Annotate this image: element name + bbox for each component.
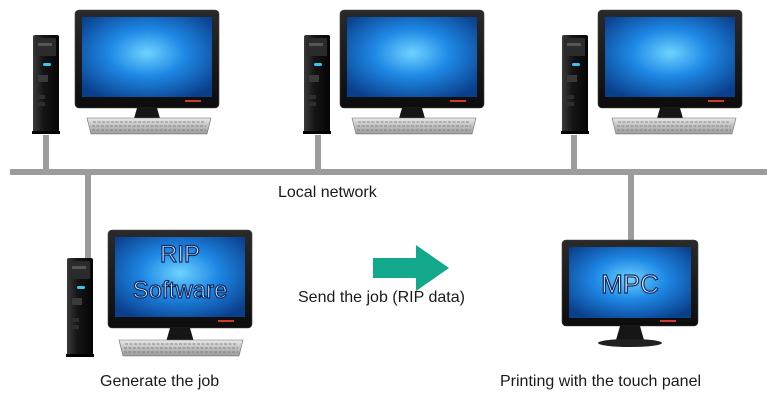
keyboard-icon [611,117,737,135]
keyboard-icon [86,117,212,135]
mpc-screen-text: MPC [601,269,659,299]
monitor-icon [74,9,220,128]
workstation-3 [561,9,743,135]
send-job-label: Send the job (RIP data) [298,289,465,306]
tower-icon [561,35,589,134]
send-arrow-icon [373,245,449,291]
tower-icon [66,258,94,357]
rip-station: RIP Software [66,229,253,357]
rip-screen-line1: RIP [160,241,200,268]
rip-screen-line2: Software [133,277,228,304]
rip-station-caption: Generate the job [100,373,220,390]
keyboard-icon [118,339,244,357]
workstation-2 [303,9,485,135]
tower-icon [303,35,331,134]
tower-icon [32,35,60,134]
workstation-1 [32,9,220,135]
network-cables [10,135,767,258]
mpc-station: MPC [561,239,699,347]
keyboard-icon [351,117,477,135]
monitor-icon [597,9,743,128]
monitor-icon [339,9,485,128]
mpc-station-caption: Printing with the touch panel [500,373,702,390]
network-label: Local network [278,184,377,201]
